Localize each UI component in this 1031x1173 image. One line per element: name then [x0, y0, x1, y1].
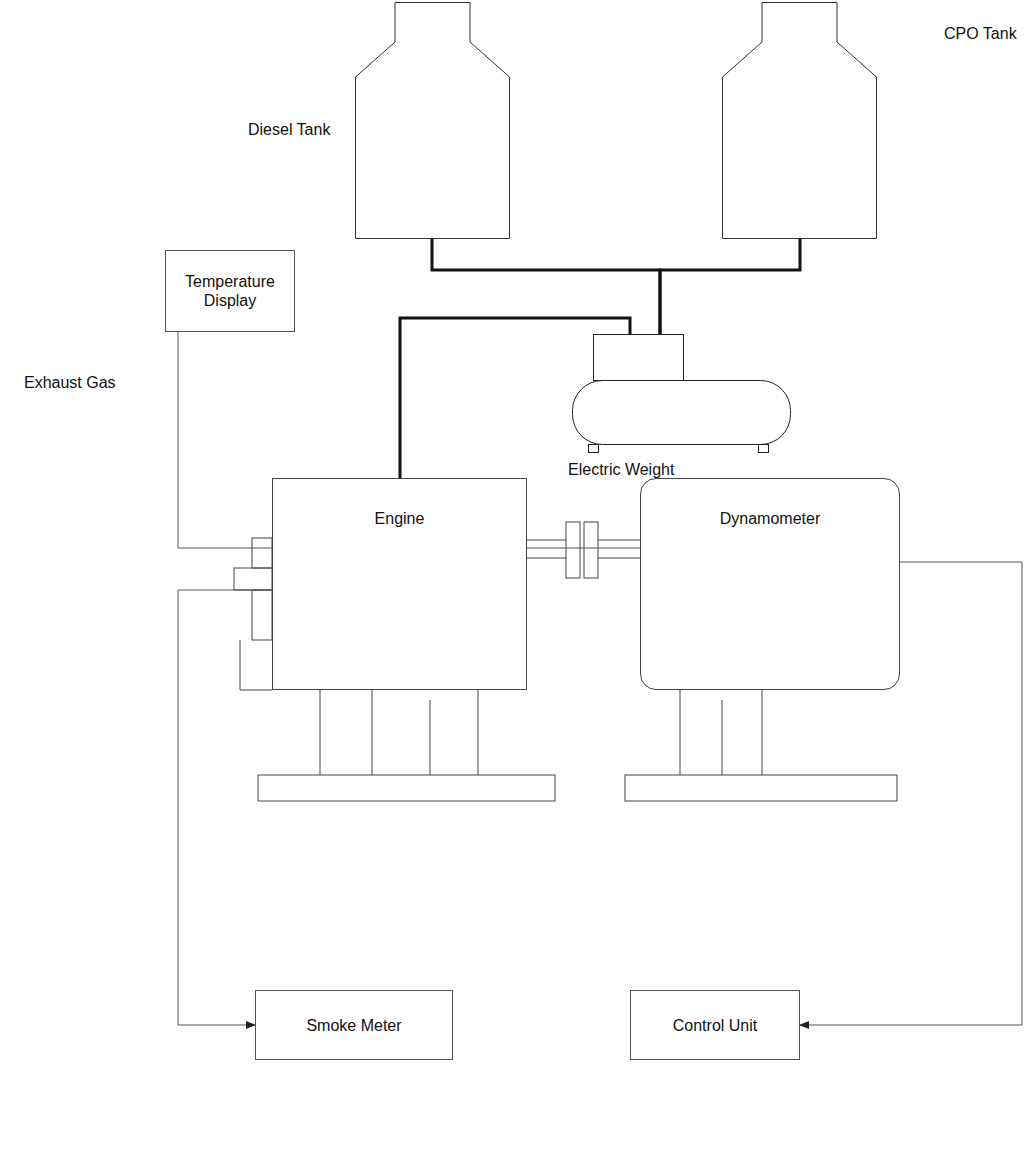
- node-label: Electric Weight: [568, 460, 674, 479]
- node-label: CPO Tank: [944, 24, 1017, 43]
- node-label: Engine: [375, 509, 425, 528]
- node-label: Temperature Display: [174, 272, 286, 310]
- tank-outline: [722, 2, 877, 239]
- node-label: Control Unit: [673, 1016, 757, 1035]
- scale-outline: [568, 334, 796, 482]
- fuel-line: [660, 239, 800, 334]
- tank-outline: [355, 2, 510, 239]
- signal-line: [800, 562, 1022, 1025]
- smoke-meter: Smoke Meter: [255, 990, 453, 1060]
- electric-weight: Electric Weight: [568, 334, 796, 482]
- fuel-line: [400, 318, 630, 478]
- signal-line: [178, 332, 272, 548]
- node-label: Smoke Meter: [306, 1016, 401, 1035]
- temperature-display: Temperature Display: [165, 250, 295, 332]
- engine-block: Engine: [272, 478, 527, 690]
- diesel-tank: Diesel Tank: [355, 2, 510, 239]
- fuel-line: [432, 239, 660, 334]
- signal-line: [527, 548, 640, 549]
- flow-label: Exhaust Gas: [24, 373, 116, 392]
- control-unit: Control Unit: [630, 990, 800, 1060]
- signal-line: [178, 590, 272, 1025]
- dynamometer: Dynamometer: [640, 478, 900, 690]
- node-label: Diesel Tank: [248, 120, 330, 139]
- node-label: Dynamometer: [720, 509, 820, 528]
- cpo-tank: CPO Tank: [722, 2, 877, 239]
